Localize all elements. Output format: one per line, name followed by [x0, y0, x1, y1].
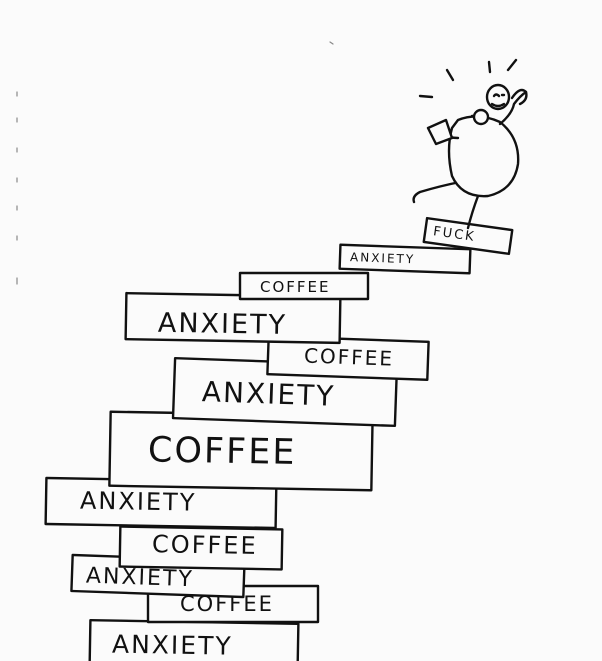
stair-step: ANXIETY — [124, 291, 342, 345]
stair-step: COFFEE — [118, 525, 284, 571]
glasses-icon — [472, 108, 490, 126]
stair-step: ANXIETY — [88, 618, 300, 661]
stair-step: ANXIETY — [338, 243, 472, 275]
excitement-lines — [418, 58, 518, 99]
coffee-cup-icon — [426, 118, 454, 146]
stair-step: FUCK — [422, 216, 514, 256]
stair-step-label: COFFEE — [304, 343, 395, 370]
stair-step-label: COFFEE — [152, 530, 258, 560]
mouth — [490, 102, 506, 108]
stair-step: COFFEE — [238, 271, 370, 301]
fist — [510, 88, 528, 106]
stair-step-label: COFFEE — [260, 278, 331, 296]
stair-step-label: ANXIETY — [201, 375, 336, 413]
raised-arm — [498, 90, 528, 126]
stair-step: COFFEE — [108, 410, 374, 492]
stair-step-label: FUCK — [432, 224, 476, 245]
stair-step-label: ANXIETY — [80, 487, 197, 517]
stair-step-block — [124, 291, 342, 345]
steps: ANXIETY COFFEE ANXIETY COFFEE ANXIETY COFFEE A… — [44, 216, 514, 661]
stair-step-block — [338, 243, 472, 275]
stair-step-block — [238, 271, 370, 301]
stair-step: COFFEE — [266, 335, 430, 381]
front-leg — [466, 194, 480, 230]
stair-step-block — [266, 335, 430, 381]
stair-step-block — [118, 525, 284, 571]
eyes — [492, 93, 506, 98]
stick-figure-character — [412, 58, 528, 230]
stair-step-label: ANXIETY — [158, 308, 288, 341]
margin-marks — [16, 41, 334, 285]
stair-step-label: COFFEE — [148, 430, 297, 473]
stair-step-label: ANXIETY — [112, 630, 233, 661]
body — [447, 115, 520, 198]
stair-step: ANXIETY — [44, 476, 278, 530]
stair-step-label: ANXIETY — [350, 250, 416, 266]
back-leg — [412, 180, 462, 204]
